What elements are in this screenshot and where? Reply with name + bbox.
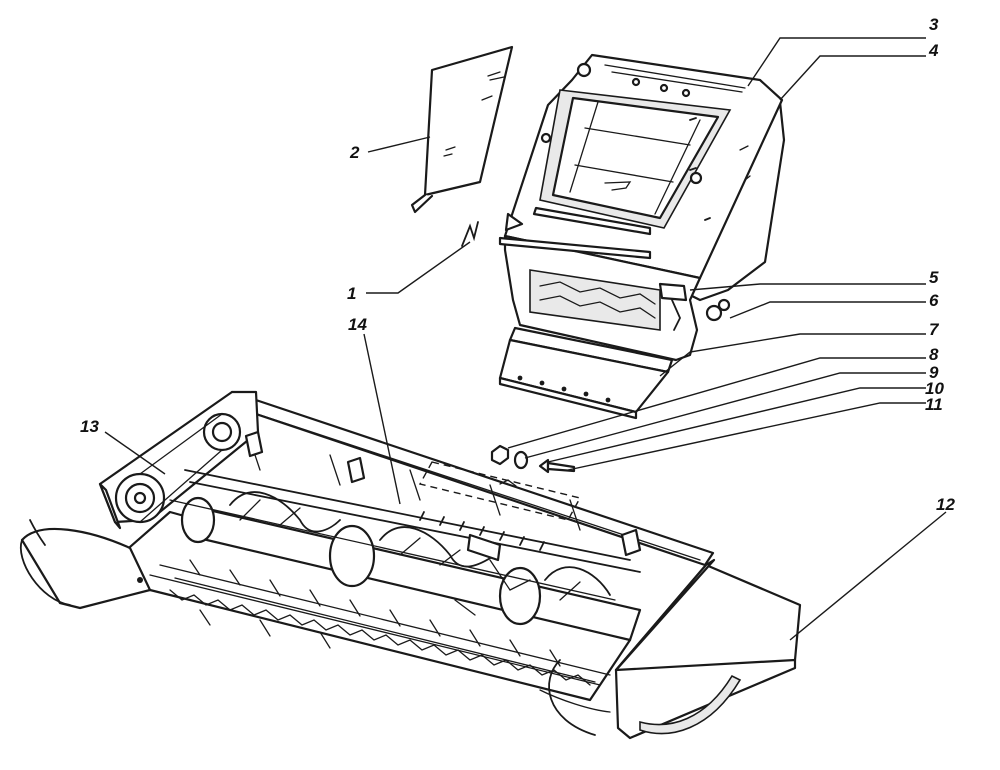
- callout-labels: 1 2 3 4 5 6 7 8 9 10 11 12 13 14: [80, 15, 955, 514]
- callout-10: 10: [925, 379, 944, 398]
- callout-5: 5: [929, 268, 939, 287]
- callout-7: 7: [929, 320, 940, 339]
- fastener-set: [490, 444, 576, 474]
- callout-12: 12: [936, 495, 955, 514]
- callout-2: 2: [349, 143, 360, 162]
- callout-6: 6: [929, 291, 939, 310]
- part-feeder-housing: [498, 53, 786, 362]
- part-bottom-shield: [498, 326, 674, 420]
- callout-11: 11: [925, 395, 943, 414]
- callout-3: 3: [929, 15, 939, 34]
- part-pin: [461, 221, 479, 247]
- callout-14: 14: [348, 315, 367, 334]
- callout-8: 8: [929, 345, 939, 364]
- nut-icon: [490, 444, 510, 466]
- part-cover-plate: [410, 45, 514, 214]
- part-header-frame: [19, 390, 802, 740]
- leader-lines: [104, 37, 947, 641]
- bolt-icon: [546, 461, 576, 473]
- washer-icon: [513, 450, 529, 470]
- callout-4: 4: [928, 41, 939, 60]
- callout-9: 9: [929, 363, 939, 382]
- callout-1: 1: [347, 284, 356, 303]
- callout-13: 13: [80, 417, 99, 436]
